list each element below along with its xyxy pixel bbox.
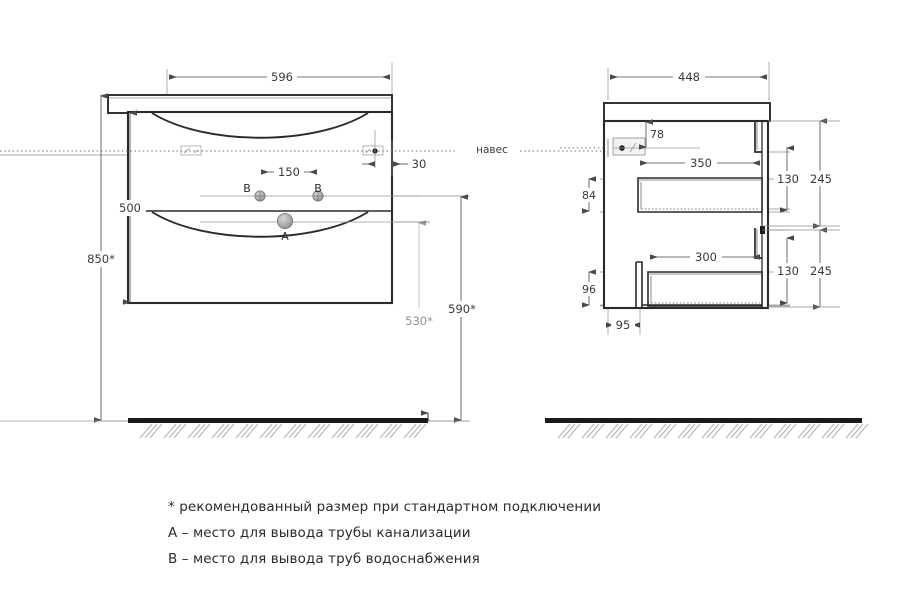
side-countertop (603, 102, 771, 122)
dim-150-label: 150 (278, 165, 300, 179)
wall-bracket-right-icon (362, 145, 384, 156)
dim-front-30: 30 (362, 130, 426, 176)
cabinet-body (126, 110, 394, 305)
label-a-drain: A (281, 230, 289, 243)
dim-300-label: 300 (695, 250, 717, 264)
water-outlet-left: B (243, 182, 266, 202)
upper-drawer-box (637, 177, 763, 213)
dim-front-590: 590* (443, 194, 481, 423)
dim-84-label: 84 (582, 189, 596, 202)
note-line-2: А – место для вывода трубы канализации (168, 525, 471, 541)
dim-96-label: 96 (582, 283, 596, 296)
dim-side-84: 84 (577, 176, 601, 214)
dim-front-850: 850* (82, 93, 120, 423)
dim-front-500: 500 (114, 110, 146, 305)
dim-side-96: 96 (577, 269, 601, 308)
dim-side-300: 300 (650, 249, 760, 265)
dim-side-130-lower: 130 (774, 235, 802, 306)
front-view-group: 596 (0, 62, 614, 439)
dim-596-label: 596 (271, 70, 293, 84)
note-line-1: * рекомендованный размер при стандартном… (168, 499, 602, 515)
dim-30-label: 30 (412, 157, 427, 171)
dim-245-upper-label: 245 (810, 172, 832, 186)
dim-95-label: 95 (616, 318, 631, 332)
front-floor-hatch (139, 423, 427, 439)
wall-bracket-left-icon (180, 145, 202, 156)
dim-130-lower-label: 130 (777, 264, 799, 278)
dim-130-upper-label: 130 (777, 172, 799, 186)
side-right-refs (762, 120, 840, 308)
dim-front-150: 150 (261, 164, 317, 180)
dim-side-245-lower: 245 (807, 227, 837, 310)
siphon-pipe (635, 261, 762, 308)
upper-drawer-handle (754, 122, 762, 153)
mount-centerline: навес (0, 142, 614, 157)
dim-front-530: 530* (405, 220, 433, 328)
dim-front-width: 596 (169, 69, 390, 85)
front-floor (0, 410, 468, 439)
dim-side-448: 448 (610, 69, 767, 85)
dim-side-95: 95 (606, 317, 640, 333)
dim-side-78: 78 (639, 119, 668, 150)
label-b-left: B (243, 182, 251, 195)
side-view-group: 448 (545, 62, 869, 439)
side-wall-bracket-icon (607, 137, 646, 157)
side-floor (545, 418, 869, 439)
dim-side-245-upper: 245 (807, 118, 837, 229)
notes-block: * рекомендованный размер при стандартном… (168, 494, 601, 572)
lower-drawer-box (647, 271, 763, 307)
dim-850-label: 850* (87, 252, 115, 266)
dim-590-label: 590* (448, 302, 476, 316)
mount-callout-label: навес (476, 144, 508, 156)
dim-448-label: 448 (678, 70, 700, 84)
dim-350-label: 350 (690, 156, 712, 170)
dim-side-350: 350 (640, 155, 760, 171)
water-outlet-right: B (312, 182, 324, 202)
drain-outlet: A (276, 212, 293, 243)
countertop (107, 94, 393, 114)
dim-78-label: 78 (650, 128, 664, 141)
label-b-right: B (314, 182, 322, 195)
dim-500-label: 500 (119, 201, 141, 215)
dim-side-130-upper: 130 (774, 145, 802, 213)
dim-245-lower-label: 245 (810, 264, 832, 278)
dim-530-label: 530* (405, 314, 433, 328)
note-line-3: В – место для вывода труб водоснабжения (168, 551, 480, 567)
side-floor-hatch (557, 423, 869, 439)
